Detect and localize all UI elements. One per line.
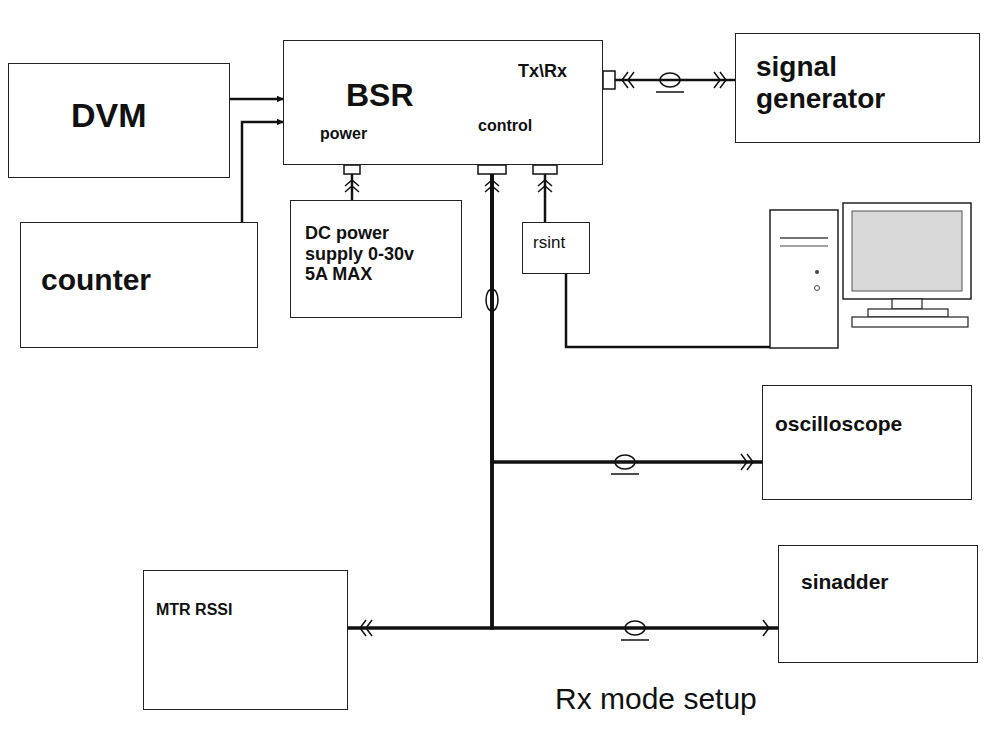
cable bbox=[230, 98, 283, 101]
cable bbox=[351, 174, 354, 200]
monitor-frame bbox=[843, 203, 971, 299]
instrument-box: DC power supply 0-30v 5A MAX bbox=[290, 200, 462, 318]
power-jack bbox=[344, 165, 360, 174]
box-label: DVM bbox=[71, 96, 219, 135]
box-label: DC power supply 0-30v 5A MAX bbox=[305, 223, 435, 285]
port-label: power bbox=[320, 125, 367, 143]
coax-ground bbox=[611, 473, 639, 475]
power-led bbox=[815, 270, 819, 274]
coax-ground bbox=[621, 639, 649, 641]
instrument-box: rsint bbox=[522, 222, 590, 274]
instrument-box: oscilloscope bbox=[762, 385, 972, 500]
drive-slot bbox=[780, 237, 828, 239]
unit-box: BSR Tx\Rx power control bbox=[283, 40, 603, 165]
instrument-box: counter bbox=[20, 222, 258, 348]
control-bus bbox=[492, 174, 778, 628]
control-bus bbox=[492, 174, 762, 462]
instrument-box: signal generator bbox=[735, 33, 980, 143]
tower-case bbox=[770, 210, 838, 348]
drive-slot bbox=[780, 246, 828, 247]
rsint-computer-wire bbox=[566, 274, 772, 347]
box-label: rsint bbox=[533, 233, 579, 253]
rf-jack bbox=[603, 71, 615, 89]
monitor-stand bbox=[868, 309, 948, 317]
port-label: control bbox=[478, 117, 532, 135]
port-label: Tx\Rx bbox=[518, 61, 567, 82]
instrument-box: DVM bbox=[8, 63, 230, 178]
computer-tower bbox=[770, 210, 838, 348]
monitor-screen bbox=[852, 211, 962, 291]
computer-monitor bbox=[843, 203, 971, 327]
cable bbox=[615, 79, 735, 82]
power-button bbox=[815, 286, 820, 291]
box-label: BSR bbox=[346, 77, 414, 114]
cable bbox=[242, 122, 283, 222]
box-label: counter bbox=[41, 263, 247, 298]
instrument-box: sinadder bbox=[778, 545, 978, 663]
control-jack bbox=[478, 165, 506, 174]
control-jack bbox=[533, 165, 557, 174]
monitor-neck bbox=[892, 299, 922, 309]
serial-cable bbox=[566, 274, 772, 347]
box-label: sinadder bbox=[801, 570, 967, 594]
instrument-box: MTR RSSI bbox=[143, 570, 348, 710]
coax-ground bbox=[656, 91, 684, 93]
box-label: signal generator bbox=[756, 51, 926, 115]
cable bbox=[544, 174, 547, 222]
keyboard bbox=[852, 317, 968, 327]
box-label: MTR RSSI bbox=[156, 601, 337, 619]
caption: Rx mode setup bbox=[555, 682, 757, 716]
box-label: oscilloscope bbox=[775, 412, 961, 436]
